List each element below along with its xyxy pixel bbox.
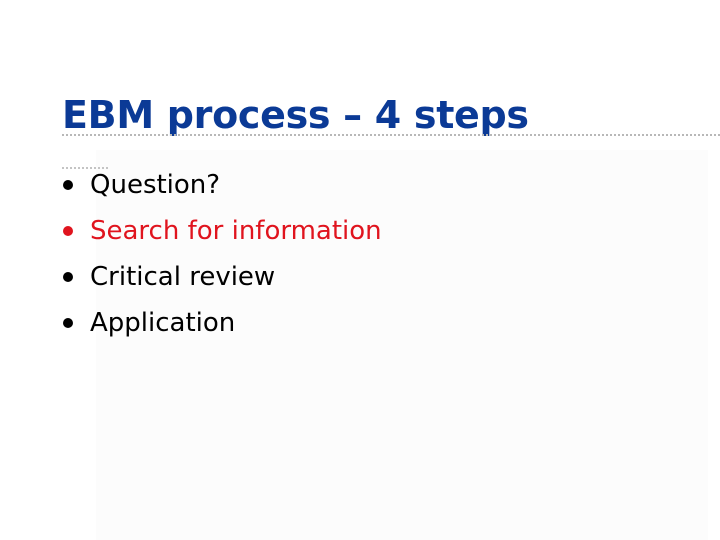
bullet-text: Question? xyxy=(90,170,221,200)
bullet-dot-icon xyxy=(63,272,73,282)
bullet-item-critical-review: Critical review xyxy=(60,254,382,300)
divider-fragment xyxy=(62,167,108,169)
bullet-dot-icon xyxy=(63,226,73,236)
bullet-text: Critical review xyxy=(90,262,276,292)
bullet-dot-icon xyxy=(63,180,73,190)
bullet-item-application: Application xyxy=(60,300,382,346)
bullet-text: Search for information xyxy=(90,216,382,246)
title-divider xyxy=(62,134,720,136)
bullet-text: Application xyxy=(90,308,236,338)
slide-background-panel xyxy=(96,150,708,540)
bullet-dot-icon xyxy=(63,318,73,328)
bullet-list: Question? Search for information Critica… xyxy=(60,162,382,346)
bullet-item-question: Question? xyxy=(60,162,382,208)
slide-title: EBM process – 4 steps xyxy=(62,93,529,138)
bullet-item-search: Search for information xyxy=(60,208,382,254)
